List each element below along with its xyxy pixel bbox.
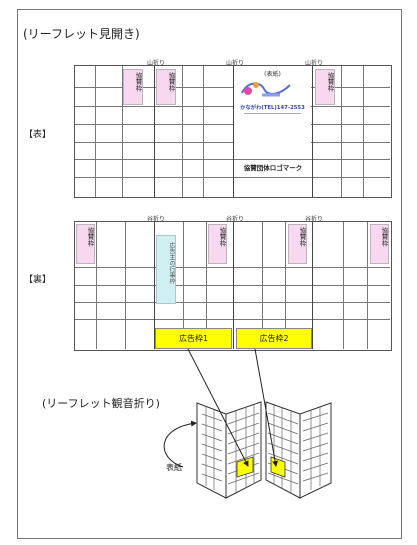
fold-right-outer-panel [299,402,332,499]
cover-card-tel: かながわ(TEL)147-2553 [240,105,305,111]
back-fold-label-1: 谷折り [146,216,166,223]
back-sponsor-box-2: 協賛枠 [208,224,227,264]
front-sponsor-box-3: 協賛枠 [315,69,335,105]
back-sponsor-box-3: 協賛枠 [288,224,307,264]
front-side-label: 【表】 [24,130,52,140]
cover-label: 表紙 [166,463,182,472]
cover-arrow [163,420,197,468]
fold-illustration [163,348,332,499]
front-sponsor-box-2: 協賛枠 [156,69,176,105]
cover-card-heading: (表紙) [264,71,281,78]
arrow-ad-1 [187,348,249,467]
fold-right-inner-panel [265,401,301,499]
ad-box-2: 広告枠2 [236,328,312,349]
front-fold-label-1: 山折り [146,60,166,67]
fold-left-outer-panel [196,402,227,499]
event-box: 広告主の行事枠 [156,235,176,304]
fold-title: (リーフレット観音折り) [42,397,160,410]
back-sponsor-box-4: 協賛枠 [370,224,389,264]
fold-ad-box-1 [236,456,254,478]
front-sponsor-box-1: 協賛枠 [123,69,143,105]
back-fold-label-2: 谷折り [225,216,245,223]
back-panel-grid: 協賛枠 協賛枠 協賛枠 協賛枠 広告主の行事枠 広告枠1 広告枠2 [74,221,392,351]
arrow-ad-2 [254,348,279,467]
front-fold-label-3: 山折り [304,60,324,67]
back-side-label: 【裏】 [24,275,52,285]
fold-left-inner-panel [225,401,262,499]
cover-card: (表紙) かながわ(TEL)147-2553 [234,67,311,159]
front-panel-grid: 協賛枠 協賛枠 協賛枠 (表紙) かながわ(TEL)147-2553 協賛団体ロ… [74,65,392,198]
document-frame: (リーフレット見開き) 山折り 山折り 山折り 【表】 協賛枠 協賛枠 協賛枠 … [17,9,402,539]
sponsor-logo-mark-label: 協賛団体ロゴマーク [243,164,303,172]
back-fold-label-3: 谷折り [304,216,324,223]
front-fold-label-2: 山折り [225,60,245,67]
cover-illustration-icon [241,82,291,97]
spread-title: (リーフレット見開き) [23,27,140,41]
back-sponsor-box-1: 協賛枠 [76,224,95,264]
ad-box-1: 広告枠1 [155,328,232,349]
